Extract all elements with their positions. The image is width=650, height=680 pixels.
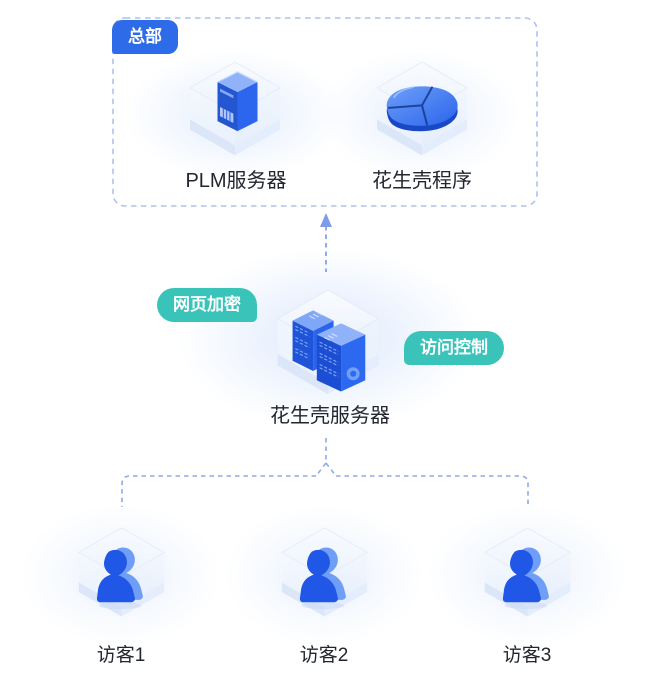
visitor-1-person-icon [78, 527, 165, 617]
up-arrow-connector [320, 213, 332, 272]
gateway-server-label: 花生壳服务器 [270, 405, 390, 427]
access-control-label: 访问控制 [420, 338, 488, 357]
plm-server-label: PLM服务器 [185, 170, 287, 192]
visitor-1-label: 访客1 [96, 645, 146, 666]
hq-badge: 总部 [112, 20, 178, 54]
hq-group-box [112, 17, 538, 207]
arrowhead-up-icon [320, 213, 332, 227]
visitor-3-person-icon [484, 527, 571, 617]
visitor-2-label: 访客2 [299, 645, 349, 666]
web-encryption-badge: 网页加密 [157, 288, 257, 322]
peanut-program-label: 花生壳程序 [372, 170, 472, 192]
visitor-2-person-icon [281, 527, 368, 617]
dual-server-icon [277, 289, 379, 395]
access-control-badge: 访问控制 [404, 331, 504, 365]
visitor-3-label: 访客3 [502, 645, 552, 666]
peanut-shell-icon [376, 61, 468, 156]
plm-server-icon [189, 61, 281, 156]
hq-badge-label: 总部 [128, 27, 162, 46]
branch-connector [121, 438, 529, 507]
web-encryption-label: 网页加密 [173, 295, 241, 314]
